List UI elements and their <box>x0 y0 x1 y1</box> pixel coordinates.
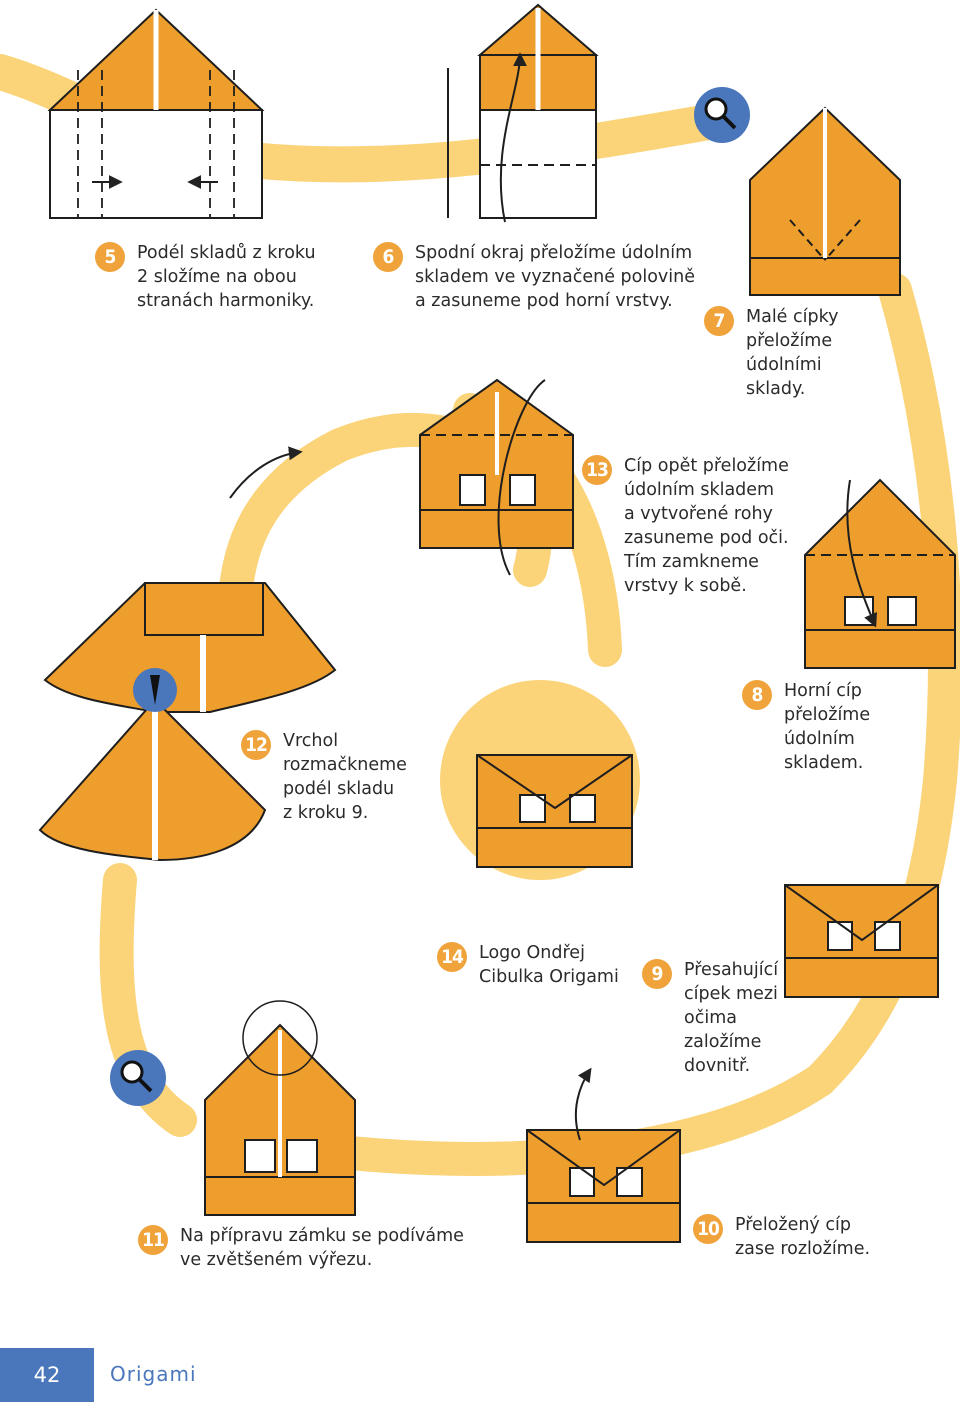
step-instruction: Přesahující cípek mezi očima založíme do… <box>684 960 779 1076</box>
step-6: 6 Spodní okraj přeložíme údolním skladem… <box>373 241 695 313</box>
magnifier-icon <box>110 1050 166 1106</box>
step-instruction: Malé cípky přeložíme údolními sklady. <box>746 307 839 399</box>
step-13: 13 Cíp opět přeložíme údolním skladem a … <box>582 454 789 598</box>
step-number-badge: 10 <box>693 1214 723 1244</box>
step-5: 5 Podél skladů z kroku 2 složíme na obou… <box>95 241 316 313</box>
step-number-badge: 11 <box>138 1225 168 1255</box>
section-title: Origami <box>110 1362 197 1386</box>
step-instruction: Podél skladů z kroku 2 složíme na obou s… <box>137 243 316 311</box>
step-number-badge: 14 <box>437 942 467 972</box>
page-number: 42 <box>33 1363 61 1387</box>
step-7: 7 Malé cípky přeložíme údolními sklady. <box>704 305 838 401</box>
step-instruction: Horní cíp přeložíme údolním skladem. <box>784 681 871 773</box>
step-instruction: Přeložený cíp zase rozložíme. <box>735 1215 871 1259</box>
step-instruction: Vrchol rozmačkneme podél skladu z kroku … <box>283 731 407 823</box>
page-number-box <box>0 1348 94 1402</box>
step-number-badge: 6 <box>373 242 403 272</box>
step-number-badge: 12 <box>241 730 271 760</box>
magnifier-icon <box>694 87 750 143</box>
step-instruction: Cíp opět přeložíme údolním skladem a vyt… <box>624 456 789 596</box>
step-instruction: Na přípravu zámku se podíváme ve zvětšen… <box>180 1226 464 1270</box>
step-9: 9 Přesahující cípek mezi očima založíme … <box>642 958 778 1078</box>
step-12: 12 Vrchol rozmačkneme podél skladu z kro… <box>241 729 407 825</box>
step-instruction: Spodní okraj přeložíme údolním skladem v… <box>415 243 695 311</box>
step-number-badge: 5 <box>95 242 125 272</box>
step-10: 10 Přeložený cíp zase rozložíme. <box>693 1213 870 1261</box>
step-11: 11 Na přípravu zámku se podíváme ve zvět… <box>138 1224 464 1272</box>
step-8: 8 Horní cíp přeložíme údolním skladem. <box>742 679 870 775</box>
step-number-badge: 9 <box>642 959 672 989</box>
step-number-badge: 13 <box>582 455 612 485</box>
step-number-badge: 7 <box>704 306 734 336</box>
step-14: 14 Logo Ondřej Cibulka Origami <box>437 941 619 989</box>
step-number-badge: 8 <box>742 680 772 710</box>
step-instruction: Logo Ondřej Cibulka Origami <box>479 943 619 987</box>
